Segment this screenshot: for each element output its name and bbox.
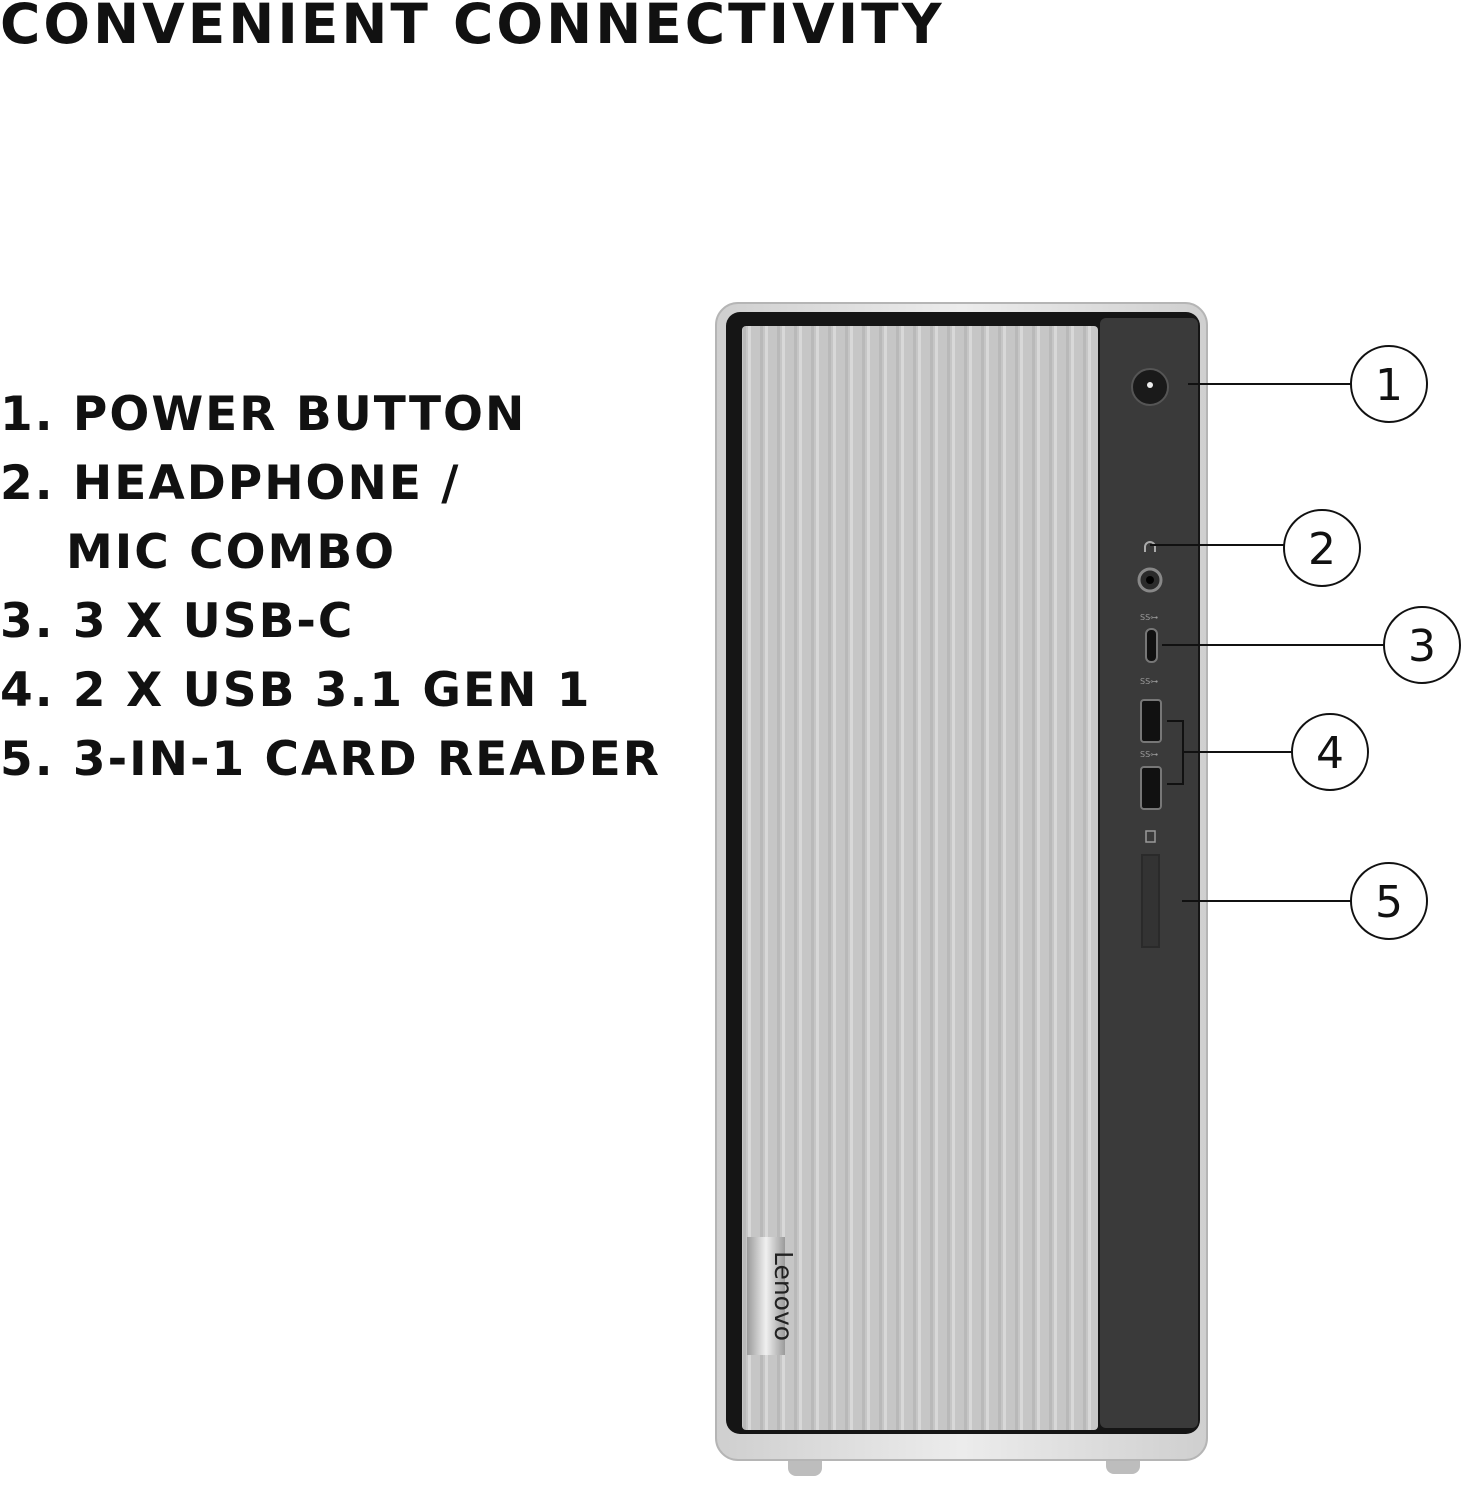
- feature-headphone-cont: MIC COMBO: [66, 525, 397, 580]
- feature-list: 1. POWER BUTTON 2. HEADPHONE / MIC COMBO…: [0, 380, 661, 794]
- svg-text:1: 1: [1375, 360, 1403, 411]
- svg-text:2: 2: [1308, 524, 1336, 575]
- usb-a-port: [1140, 766, 1162, 810]
- svg-text:5: 5: [1375, 877, 1403, 928]
- sd-card-icon: [1145, 830, 1156, 843]
- headphone-icon: [1144, 541, 1156, 552]
- feature-usb-a: 4. 2 X USB 3.1 GEN 1: [0, 663, 592, 718]
- svg-text:3: 3: [1408, 621, 1436, 672]
- svg-text:4: 4: [1316, 728, 1344, 779]
- feature-headphone: 2. HEADPHONE /: [0, 456, 461, 511]
- front-panel: [742, 326, 1098, 1430]
- lenovo-logo: Lenovo: [747, 1237, 798, 1355]
- usb-a-port: [1140, 699, 1162, 743]
- svg-text:Lenovo: Lenovo: [769, 1251, 798, 1341]
- callout-1: 1: [1350, 345, 1428, 423]
- usb-c-port: [1145, 628, 1158, 663]
- callout-3: 3: [1383, 606, 1461, 684]
- feature-card-reader: 5. 3-IN-1 CARD READER: [0, 732, 661, 787]
- feature-usb-c: 3. 3 X USB-C: [0, 594, 355, 649]
- usb-ss-icon: SS⊶: [1140, 677, 1158, 686]
- feature-power-button: 1. POWER BUTTON: [0, 387, 527, 442]
- callout-lines: [1150, 383, 1384, 902]
- power-button[interactable]: [1131, 368, 1169, 406]
- audio-jack: [1137, 567, 1163, 593]
- card-reader-slot: [1141, 854, 1160, 948]
- callout-4: 4: [1291, 713, 1369, 791]
- callout-2: 2: [1283, 509, 1361, 587]
- usb-ss-icon: SS⊶: [1140, 750, 1158, 759]
- page-title: CONVENIENT CONNECTIVITY: [0, 0, 945, 56]
- callout-5: 5: [1350, 862, 1428, 940]
- usb-ss-icon: SS⊶: [1140, 613, 1158, 622]
